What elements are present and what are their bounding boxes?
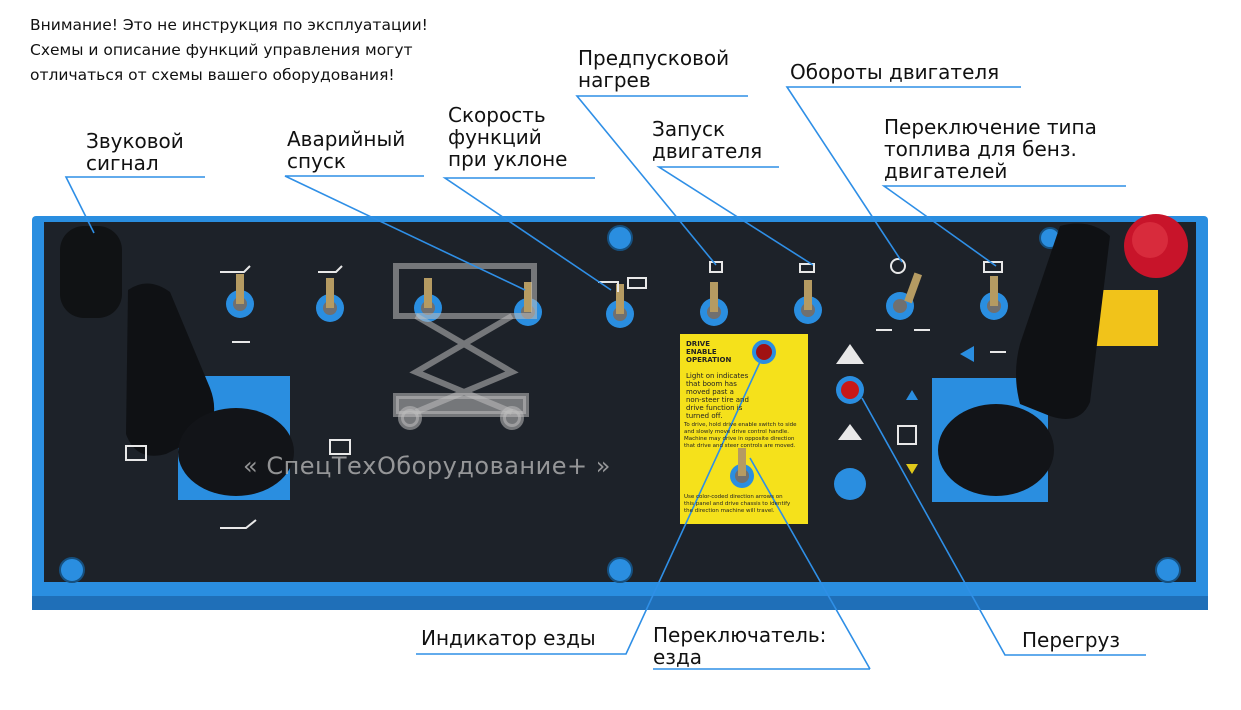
- label-line: Обороты двигателя: [790, 60, 1000, 84]
- right-joystick-boot: [938, 404, 1054, 496]
- label-line: двигателя: [652, 139, 763, 163]
- toggle-switch: [316, 278, 344, 322]
- sticker-line: Light on indicates: [686, 372, 749, 380]
- drive-enable-sticker: [680, 334, 808, 524]
- disclaimer-line: Схемы и описание функций управления могу…: [30, 41, 413, 59]
- leader-lines: [64, 86, 1146, 670]
- sticker-line: non-steer tire and: [686, 396, 749, 404]
- label-line: Переключатель:: [653, 623, 827, 647]
- toggle-switch: [794, 280, 822, 324]
- label-overload: Перегруз: [1022, 629, 1120, 651]
- sticker-line: that drive and steer controls are moved.: [684, 443, 796, 449]
- label-horn: Звуковой сигнал: [86, 130, 184, 174]
- bolts: [59, 225, 1181, 583]
- label-line: Предпусковой: [578, 46, 730, 70]
- warning-triangle-icon: [836, 344, 864, 364]
- drive-indicator-lamp: [756, 344, 772, 360]
- label-line: топлива для бенз.: [884, 137, 1077, 161]
- label-line: Переключение типа: [884, 115, 1097, 139]
- toggle-switch: [606, 284, 634, 328]
- drive-enable-switch: [730, 448, 754, 488]
- overload-lamp: [841, 381, 859, 399]
- label-line: Перегруз: [1022, 628, 1121, 652]
- label-drive-switch: Переключатель: езда: [653, 624, 826, 668]
- toggle-switch: [980, 276, 1008, 320]
- blue-push-button: [834, 468, 866, 500]
- company-watermark: « СпецТехОборудование+ »: [243, 452, 611, 480]
- sticker-text-bottom: Use color-coded direction arrows on this…: [684, 494, 806, 515]
- toggle-switch: [700, 282, 728, 326]
- sticker-line: Machine may drive in opposite direction: [684, 436, 795, 442]
- sticker-line: moved past a: [686, 388, 734, 396]
- sticker-heading-line: OPERATION: [686, 356, 732, 364]
- label-line: функций: [448, 125, 542, 149]
- estop-yellow-plate: [1096, 290, 1158, 346]
- label-engine-start: Запуск двигателя: [652, 118, 762, 162]
- label-fuel-switch: Переключение типа топлива для бенз. двиг…: [884, 116, 1097, 182]
- label-line: Запуск: [652, 117, 726, 141]
- label-line: спуск: [287, 149, 346, 173]
- label-line: сигнал: [86, 151, 159, 175]
- toggle-switch: [886, 272, 923, 320]
- label-drive-indicator: Индикатор езды: [421, 627, 596, 649]
- left-joystick-handle: [126, 283, 215, 456]
- arrow-left-icon: [960, 346, 974, 362]
- sticker-text-mid: To drive, hold drive enable switch to si…: [684, 422, 806, 450]
- sticker-line: the direction machine will travel.: [684, 508, 775, 514]
- label-line: езда: [653, 645, 703, 669]
- label-line: Скорость: [448, 103, 546, 127]
- sticker-line: this panel and drive chassis to identify: [684, 501, 791, 507]
- disclaimer: Внимание! Это не инструкция по эксплуата…: [30, 13, 428, 88]
- label-line: двигателей: [884, 159, 1008, 183]
- sticker-line: that boom has: [686, 380, 737, 388]
- sticker-heading-line: DRIVE: [686, 340, 711, 348]
- sticker-line: Use color-coded direction arrows on: [684, 494, 783, 500]
- sticker-line: drive function is: [686, 404, 743, 412]
- sticker-line: turned off.: [686, 412, 723, 420]
- sticker-heading-line: ENABLE: [686, 348, 717, 356]
- label-line: Индикатор езды: [421, 626, 596, 650]
- arrow-down-icon: [906, 464, 918, 474]
- label-slope-speed: Скорость функций при уклоне: [448, 104, 567, 170]
- label-line: нагрев: [578, 68, 651, 92]
- label-line: Звуковой: [86, 129, 184, 153]
- toggle-switch: [226, 274, 254, 318]
- disclaimer-line: Внимание! Это не инструкция по эксплуата…: [30, 16, 428, 34]
- label-engine-rpm: Обороты двигателя: [790, 61, 999, 83]
- horn-knob: [60, 226, 122, 318]
- arrow-up-icon: [906, 390, 918, 400]
- label-line: при уклоне: [448, 147, 568, 171]
- label-emergency-lowering: Аварийный спуск: [287, 128, 405, 172]
- label-preheat: Предпусковой нагрев: [578, 47, 729, 91]
- panel-frame-edge: [32, 596, 1208, 610]
- right-joystick-handle: [1016, 223, 1110, 419]
- left-joystick-boot: [178, 408, 294, 496]
- label-line: Аварийный: [287, 127, 406, 151]
- sticker-heading: DRIVE ENABLE OPERATION: [686, 340, 731, 364]
- sticker-text-top: Light on indicates that boom has moved p…: [686, 372, 749, 420]
- tilt-warning-icon: [838, 424, 862, 440]
- toggle-switches: [226, 272, 1008, 328]
- function-pictograms: [125, 258, 1006, 529]
- disclaimer-line: отличаться от схемы вашего оборудования!: [30, 66, 395, 84]
- sticker-line: and slowly move drive control handle.: [684, 429, 789, 435]
- scissor-lift-watermark: [393, 263, 537, 430]
- sticker-line: To drive, hold drive enable switch to si…: [684, 422, 797, 428]
